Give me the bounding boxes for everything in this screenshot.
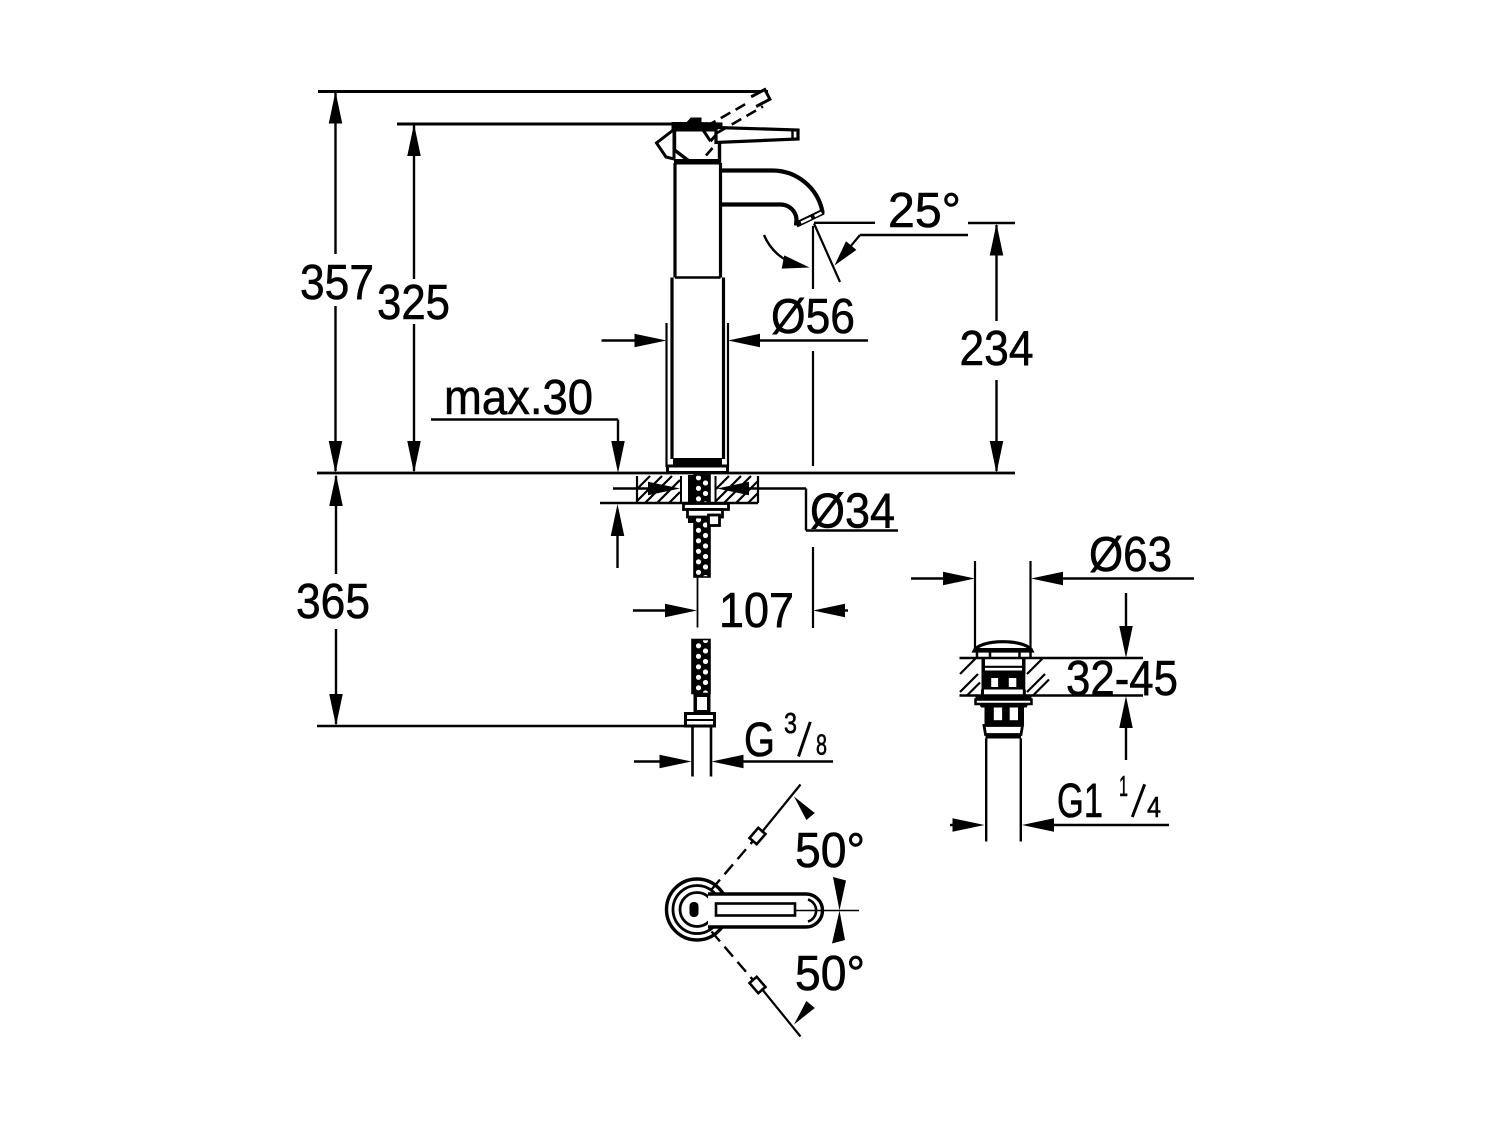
svg-text:4: 4 (1147, 792, 1161, 824)
svg-text:max.30: max.30 (444, 371, 593, 425)
svg-text:357: 357 (300, 256, 374, 310)
svg-text:50°: 50° (795, 824, 865, 878)
svg-text:Ø56: Ø56 (771, 290, 855, 344)
svg-text:365: 365 (296, 575, 370, 629)
svg-text:8: 8 (816, 730, 827, 762)
svg-text:25°: 25° (888, 184, 961, 238)
svg-text:32-45: 32-45 (1066, 652, 1178, 706)
svg-text:50°: 50° (795, 947, 865, 1001)
svg-text:G1: G1 (1057, 775, 1103, 828)
svg-text:G: G (744, 714, 775, 767)
svg-text:Ø63: Ø63 (1089, 528, 1172, 582)
svg-text:Ø34: Ø34 (810, 485, 895, 539)
svg-text:107: 107 (719, 584, 794, 638)
svg-text:3: 3 (784, 708, 797, 740)
svg-text:234: 234 (960, 322, 1034, 376)
svg-text:325: 325 (377, 276, 450, 330)
svg-text:1: 1 (1119, 771, 1128, 803)
